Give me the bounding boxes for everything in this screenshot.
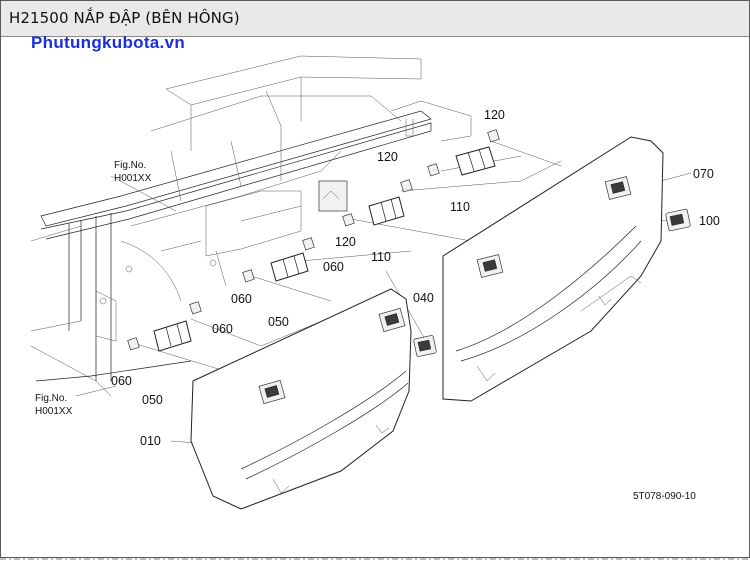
part-label-050-lower: 050 (142, 393, 163, 407)
chassis-frame (30, 55, 472, 397)
leader-lines (75, 140, 692, 444)
part-label-120-a: 120 (484, 108, 505, 122)
latch-040 (413, 335, 437, 357)
fig-ref-lower-line2: H001XX (35, 406, 73, 417)
part-label-110-upper: 110 (450, 200, 470, 214)
part-label-050-upper: 050 (268, 315, 289, 329)
bracket-110-middle (368, 196, 405, 226)
part-label-040: 040 (413, 291, 434, 305)
part-label-100: 100 (699, 214, 720, 228)
part-label-060-a: 060 (111, 374, 132, 388)
watermark-text: Phutungkubota.vn (31, 33, 186, 52)
drawing-code: 5T078-090-10 (633, 491, 696, 502)
fig-reference-lower: Fig.No. H001XX (35, 393, 73, 417)
part-label-060-c: 060 (231, 292, 252, 306)
side-cover-070 (442, 136, 664, 402)
page-title: H21500 NẮP ĐẬP (BÊN HÔNG) (9, 9, 240, 27)
fig-ref-lower-line1: Fig.No. (35, 393, 67, 404)
fig-ref-upper-line2: H001XX (114, 173, 152, 184)
fig-reference-upper: Fig.No. H001XX (114, 160, 152, 184)
part-label-120-c: 120 (335, 235, 356, 249)
latch-100 (665, 208, 691, 232)
part-label-120-b: 120 (377, 150, 398, 164)
side-cover-010 (190, 288, 412, 510)
bracket-050-lower (153, 320, 192, 352)
pins (127, 129, 500, 351)
part-label-060-b: 060 (212, 322, 233, 336)
bracket-110-upper (455, 146, 496, 176)
part-label-070: 070 (693, 167, 714, 181)
bottom-text-strip (0, 558, 750, 560)
title-bar: H21500 NẮP ĐẬP (BÊN HÔNG) (1, 1, 749, 37)
part-label-group: 010 040 050 050 060 060 060 060 070 100 … (111, 108, 720, 448)
bracket-050-upper (270, 252, 309, 282)
part-label-060-d: 060 (323, 260, 344, 274)
fig-ref-upper-line1: Fig.No. (114, 160, 146, 171)
part-label-010: 010 (140, 434, 161, 448)
part-label-110-lower: 110 (371, 250, 391, 264)
exploded-parts-diagram: 010 040 050 050 060 060 060 060 070 100 … (30, 55, 720, 510)
